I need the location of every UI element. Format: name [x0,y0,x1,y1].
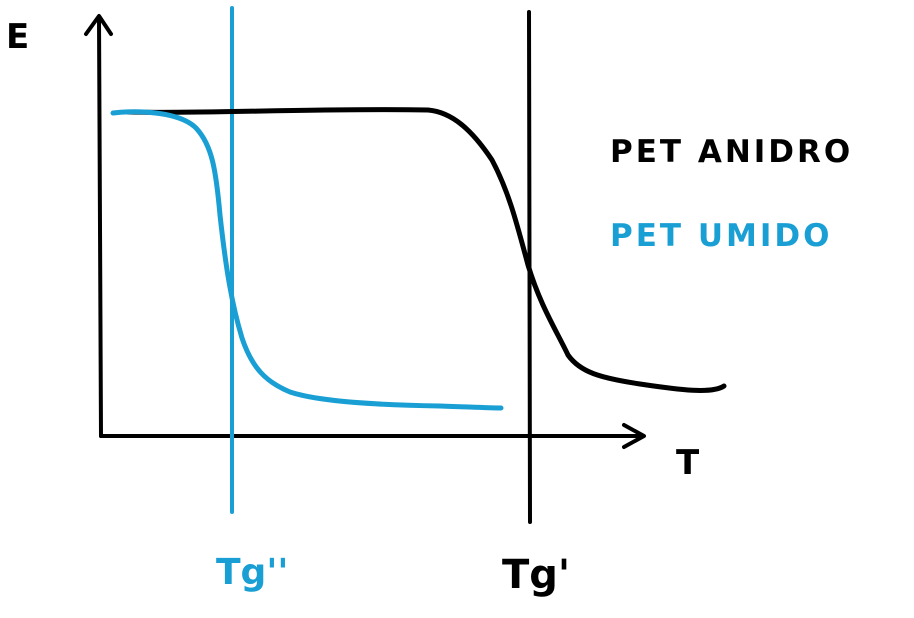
pet-dry-curve [125,107,727,393]
y-axis-label: E [6,17,29,57]
legend-item-wet: PET UMIDO [610,218,832,254]
legend-item-dry: PET ANIDRO [610,134,853,170]
tg-dry-label: Tg' [502,552,570,598]
x-axis-label: T [676,443,700,483]
pet-wet-curve [110,109,504,411]
tg-wet-label: Tg'' [216,552,288,593]
axes [84,14,646,449]
y-axis [97,16,103,438]
legend: PET ANIDRO PET UMIDO [610,134,853,254]
y-axis-arrowhead [84,14,113,36]
x-axis-arrowhead [622,423,646,449]
